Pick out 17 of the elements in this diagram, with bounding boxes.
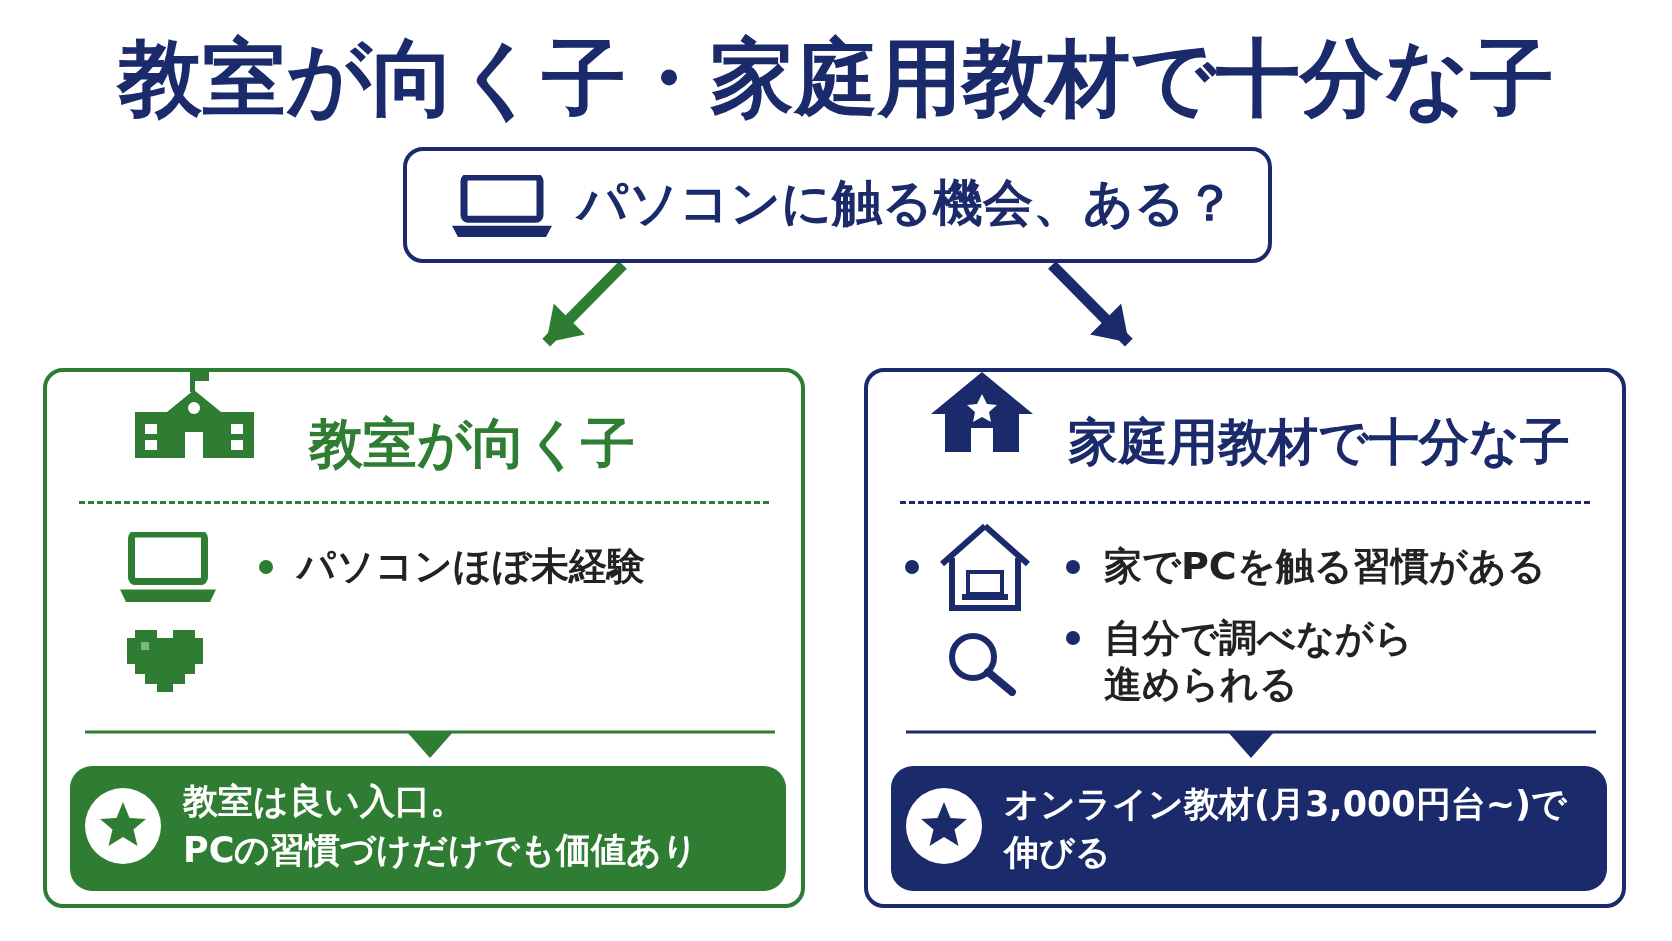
bullet-text: 家でPCを触る習慣がある	[1104, 544, 1546, 590]
title: 教室が向く子・家庭用教材で十分な子	[115, 28, 1555, 129]
conclusion-text: PCの習慣づけだけでも価値あり	[183, 829, 699, 871]
panel-box	[43, 368, 805, 908]
conclusion-text: 教室は良い入口。	[183, 780, 465, 822]
conclusion-box	[70, 766, 786, 891]
arrow	[542, 261, 627, 347]
arrow	[1048, 261, 1133, 347]
panel-heading: 教室が向く子	[309, 412, 635, 477]
bullet-text: 自分で調べながら進められる	[1104, 615, 1414, 708]
conclusion-text: オンライン教材(月3,000円台~)で伸びる	[1004, 783, 1569, 875]
panel-box	[864, 368, 1626, 908]
bullet-text: パソコンほぼ未経験	[297, 544, 645, 590]
conclusion-box	[891, 766, 1607, 891]
question-text: パソコンに触る機会、ある？	[577, 173, 1235, 233]
panel-heading: 家庭用教材で十分な子	[1068, 412, 1570, 472]
question-box	[403, 147, 1272, 263]
